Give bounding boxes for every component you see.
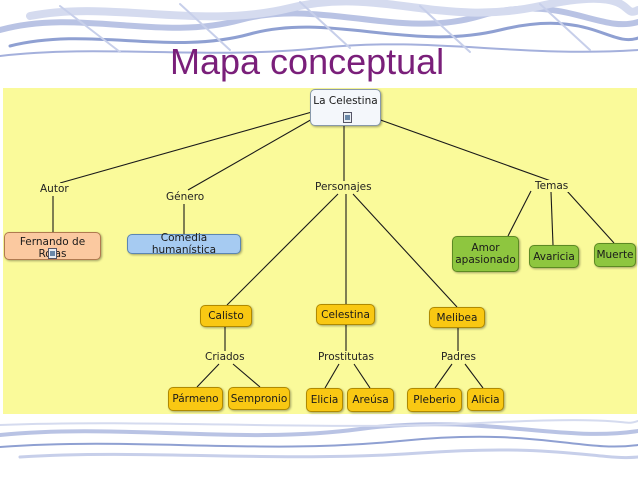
- slide-title: Mapa conceptual: [170, 41, 445, 82]
- node-calisto: Calisto: [200, 305, 252, 327]
- document-icon: [48, 248, 57, 259]
- link-label-prostitutas: Prostitutas: [316, 351, 376, 363]
- link-label-criados: Criados: [203, 351, 247, 363]
- concept-map-panel: La Celestina Autor Género Personajes Tem…: [3, 88, 637, 414]
- node-comedia-humanistica: Comedia humanística: [127, 232, 241, 256]
- link-label-genero: Género: [164, 191, 207, 203]
- node-melibea-label: Melibea: [436, 311, 478, 324]
- node-muerte-label: Muerte: [596, 249, 634, 261]
- link-label-personajes: Personajes: [313, 181, 374, 193]
- node-muerte: Muerte: [594, 243, 636, 267]
- node-parmeno: Pármeno: [168, 387, 223, 411]
- node-comedia-label: Comedia humanística: [151, 232, 217, 256]
- node-calisto-label: Calisto: [208, 310, 244, 322]
- node-areusa-label: Areúsa: [352, 394, 389, 406]
- node-pleberio: Pleberio: [407, 388, 462, 412]
- node-avaricia: Avaricia: [529, 245, 579, 268]
- node-areusa: Areúsa: [347, 388, 394, 412]
- node-melibea: Melibea: [429, 307, 485, 328]
- concept-map-connectors: [52, 109, 615, 389]
- node-celestina: Celestina: [316, 304, 375, 325]
- document-icon: [343, 112, 352, 123]
- node-alicia-label: Alicia: [471, 393, 500, 406]
- node-parmeno-label: Pármeno: [172, 393, 219, 405]
- node-sempronio: Sempronio: [228, 387, 290, 410]
- node-sempronio-label: Sempronio: [230, 392, 288, 405]
- link-label-padres: Padres: [439, 351, 478, 363]
- node-alicia: Alicia: [467, 388, 504, 411]
- node-celestina-label: Celestina: [321, 308, 370, 321]
- node-la-celestina: La Celestina: [310, 89, 381, 126]
- bottom-scribble-decoration: [0, 419, 638, 460]
- node-la-celestina-label: La Celestina: [313, 95, 378, 107]
- node-pleberio-label: Pleberio: [413, 394, 456, 406]
- link-label-autor: Autor: [38, 183, 71, 195]
- node-elicia-label: Elicia: [310, 394, 339, 406]
- link-label-temas: Temas: [533, 180, 571, 192]
- node-amor-apasionado: Amor apasionado: [452, 236, 519, 272]
- node-fernando-de-rojas: Fernando de Rojas: [4, 232, 101, 260]
- node-elicia: Elicia: [306, 388, 343, 412]
- node-amor-label: Amor apasionado: [455, 242, 516, 266]
- node-avaricia-label: Avaricia: [533, 250, 575, 263]
